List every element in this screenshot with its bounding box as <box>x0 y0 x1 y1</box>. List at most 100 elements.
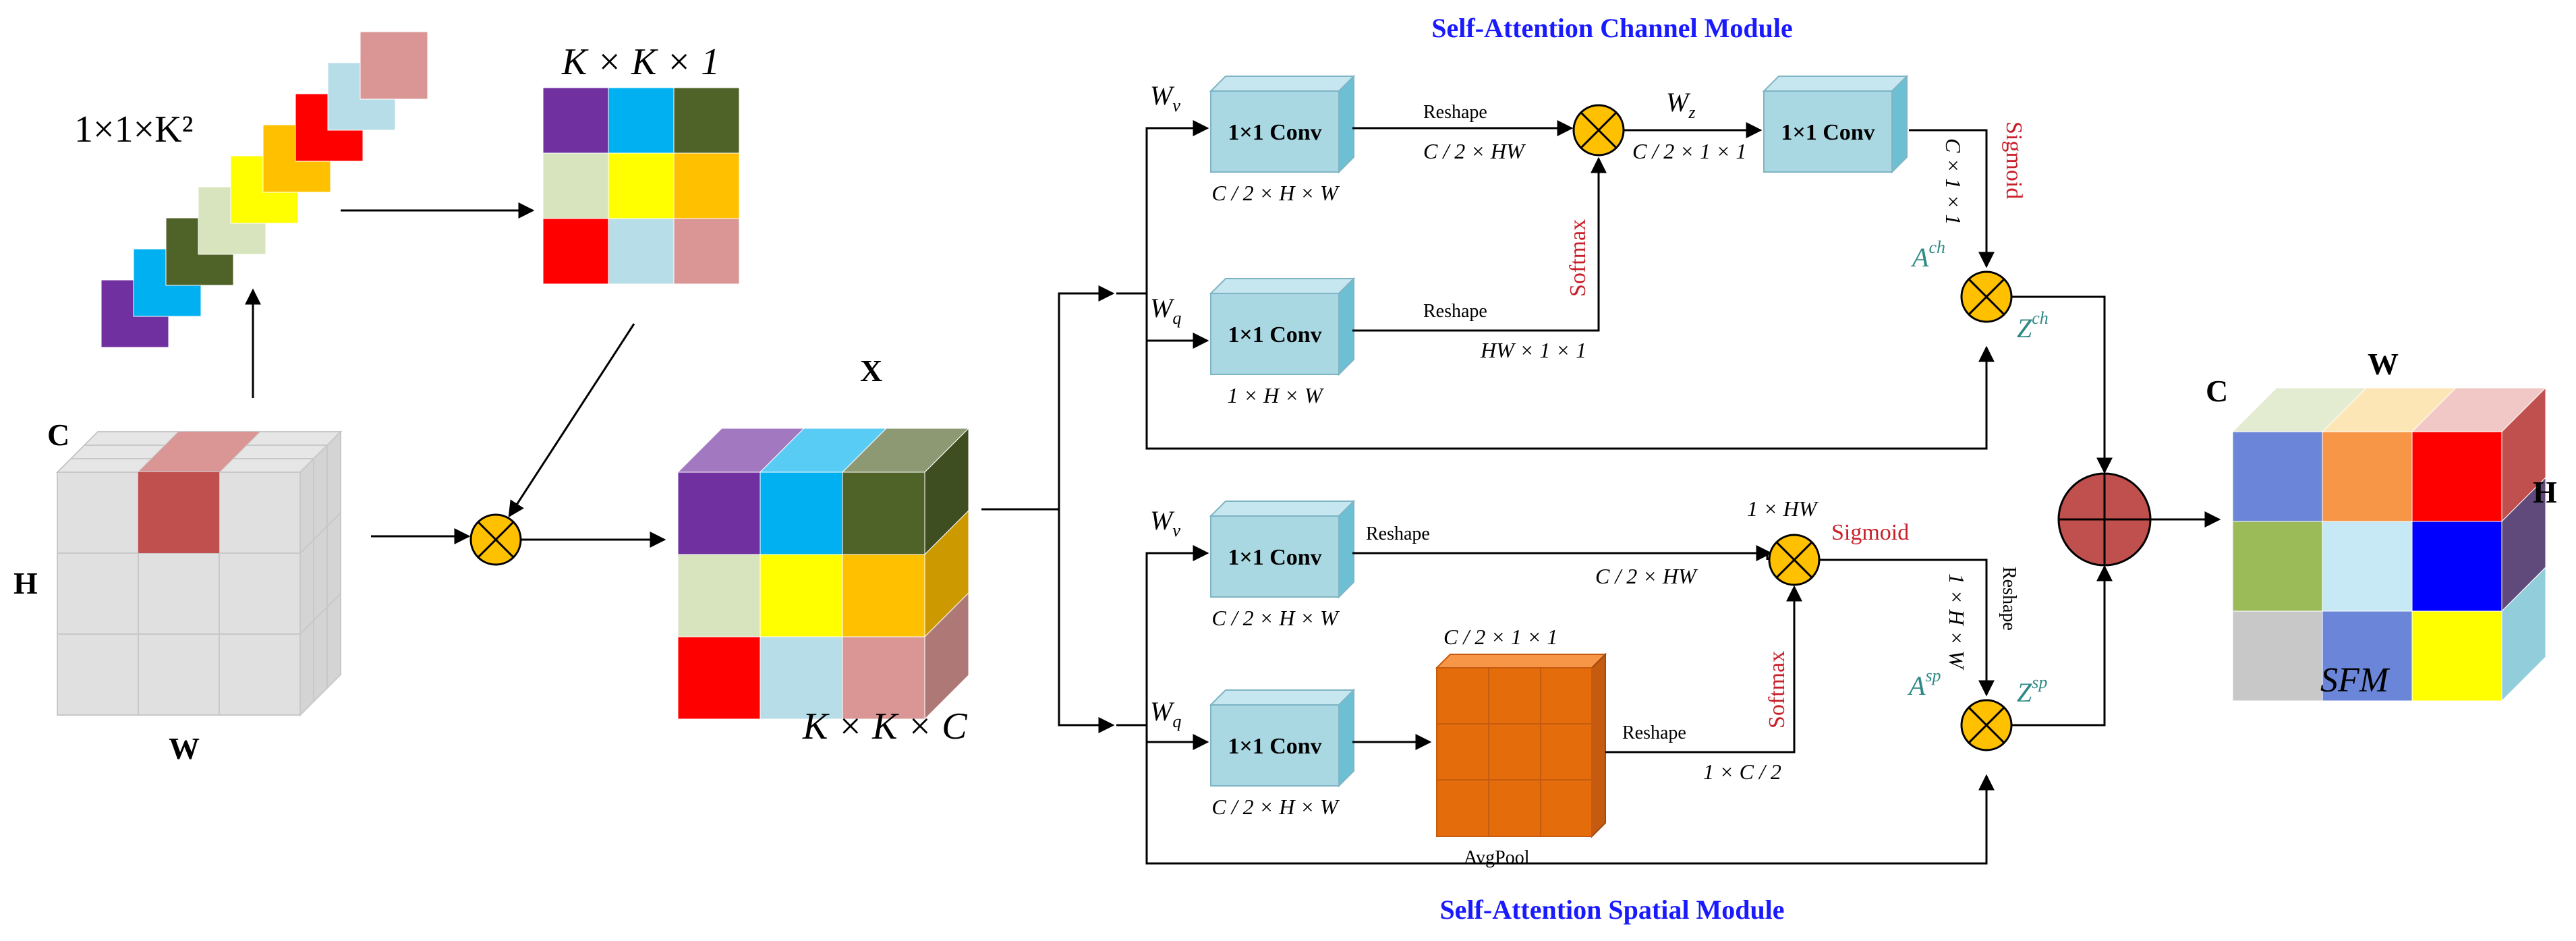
ch-z-label: Zch <box>2017 308 2049 343</box>
sfm-front-cell <box>2411 431 2502 522</box>
ch-softmax: Softmax <box>1566 219 1591 297</box>
x-front-cell <box>677 554 761 637</box>
x-cube <box>677 427 970 720</box>
sfm-cube <box>2231 387 2547 702</box>
highlight-top <box>138 432 260 472</box>
kernel-cell <box>673 87 740 154</box>
ch-conv-q: 1×1 Conv 1 × H × W <box>1209 277 1356 407</box>
sp-sigmoid-arrow <box>1819 559 1995 697</box>
sfm-front-cell <box>2411 610 2502 702</box>
sfm-front-cell <box>2411 521 2502 612</box>
sp-attention-multiply <box>1960 699 2013 751</box>
kernel-cell <box>673 218 740 285</box>
x-dims: K × K × C <box>802 706 967 747</box>
ch-mul-out-dims: C / 2 × 1 × 1 <box>1632 139 1746 163</box>
conv-label: 1×1 Conv <box>1228 545 1321 570</box>
ch-wq-label: Wq <box>1150 293 1181 328</box>
kernel-grid <box>542 87 740 285</box>
sp-v-reshape-dims: C / 2 × HW <box>1595 564 1698 588</box>
sp-residual-arrow <box>1145 725 1995 865</box>
conv-dims: C / 2 × H × W <box>1211 181 1340 205</box>
input-cube <box>55 430 343 717</box>
arrow-grid-to-multiply <box>508 323 635 518</box>
x-front-cell <box>760 554 843 637</box>
sp-wq-label: Wq <box>1150 696 1181 731</box>
avgpool-label: AvgPool <box>1464 847 1530 868</box>
sp-pool-reshape-arrow <box>1605 585 1802 753</box>
sp-conv-v: 1×1 Conv C / 2 × H × W <box>1209 499 1356 630</box>
conv-dims: C / 2 × H × W <box>1211 606 1340 630</box>
sfm-axis-h: H <box>2533 475 2557 509</box>
sfm-front-cell <box>2322 521 2413 612</box>
ch-wv-label: Wv <box>1150 80 1180 115</box>
sfm-front-cell <box>2322 431 2413 522</box>
zch-to-sum-arrow <box>2011 295 2113 474</box>
ch-residual-arrow <box>1145 293 1995 450</box>
input-axis-h: H <box>13 566 38 600</box>
sp-wv-arrow <box>1145 545 1209 725</box>
ch-attention-multiply <box>1960 270 2013 323</box>
sp-pool-reshape: Reshape <box>1622 722 1686 743</box>
x-front-cell <box>677 472 761 555</box>
sp-softmax: Softmax <box>1765 651 1790 729</box>
kernel-cell <box>542 87 609 154</box>
kernel-cell <box>608 87 675 154</box>
spatial-module-title: Self-Attention Spatial Module <box>1439 894 1784 925</box>
ch-q-reshape: Reshape <box>1423 301 1487 322</box>
kernel-slice <box>360 31 428 100</box>
input-axis-w: W <box>169 731 200 766</box>
ch-wz-label: Wz <box>1666 87 1695 122</box>
x-front-cell <box>842 636 925 720</box>
conv-label: 1×1 Conv <box>1781 120 1874 145</box>
ch-sig-dims: C × 1 × 1 <box>1941 138 1966 225</box>
sum-op <box>2057 472 2152 567</box>
conv-label: 1×1 Conv <box>1228 322 1321 347</box>
sfm-axis-w: W <box>2368 347 2399 381</box>
kernel-cell <box>542 218 609 285</box>
x-front-cell <box>677 636 761 720</box>
kernel-cell <box>542 152 609 219</box>
highlight-cell <box>138 472 219 553</box>
branch-to-channel <box>1058 285 1115 509</box>
sp-sigmoid: Sigmoid <box>1831 520 1909 545</box>
conv-dims: 1 × H × W <box>1228 383 1325 407</box>
ch-v-reshape-dims: C / 2 × HW <box>1423 139 1526 163</box>
sp-z-label: Zsp <box>2017 673 2047 708</box>
conv-label: 1×1 Conv <box>1228 734 1321 759</box>
input-axis-c: C <box>47 418 69 452</box>
pool-dims: C / 2 × 1 × 1 <box>1443 625 1557 649</box>
sp-sig-dims: 1 × H × W <box>1945 573 1969 671</box>
ch-q-reshape-dims: HW × 1 × 1 <box>1480 338 1586 362</box>
conv-label: 1×1 Conv <box>1228 120 1321 145</box>
sp-v-reshape: Reshape <box>1366 523 1430 544</box>
x-front-cell <box>760 636 843 720</box>
ch-a-label: Ach <box>1910 237 1945 273</box>
x-front-cell <box>842 554 925 637</box>
kernel-cell <box>673 152 740 219</box>
ch-sigmoid: Sigmoid <box>2001 121 2026 199</box>
ch-wv-arrow <box>1145 120 1209 293</box>
avgpool-block <box>1435 652 1607 838</box>
kernel-stack <box>101 31 428 348</box>
multiply-op-1 <box>469 513 522 566</box>
sp-sig-reshape: Reshape <box>1999 567 2020 631</box>
sp-pool-reshape-dims: 1 × C / 2 <box>1703 760 1781 784</box>
kernel-cell <box>608 218 675 285</box>
sfm-front-cell <box>2322 610 2413 702</box>
kernel-cell <box>608 152 675 219</box>
sfm-front-cell <box>2232 610 2323 702</box>
x-front-cell <box>842 472 925 555</box>
ch-conv-z: 1×1 Conv <box>1762 74 1909 174</box>
x-label: X <box>860 353 882 388</box>
sfm-front-cell <box>2232 431 2323 522</box>
zsp-to-sum-arrow <box>2011 565 2113 726</box>
sp-mul-out-dims: 1 × HW <box>1747 496 1819 521</box>
sp-wv-label: Wv <box>1150 505 1180 540</box>
sp-multiply-op <box>1768 534 1821 586</box>
sfm-front-cell <box>2232 521 2323 612</box>
sfm-label: SFM <box>2320 661 2391 700</box>
ch-conv-v: 1×1 Conv C / 2 × H × W <box>1209 74 1356 205</box>
